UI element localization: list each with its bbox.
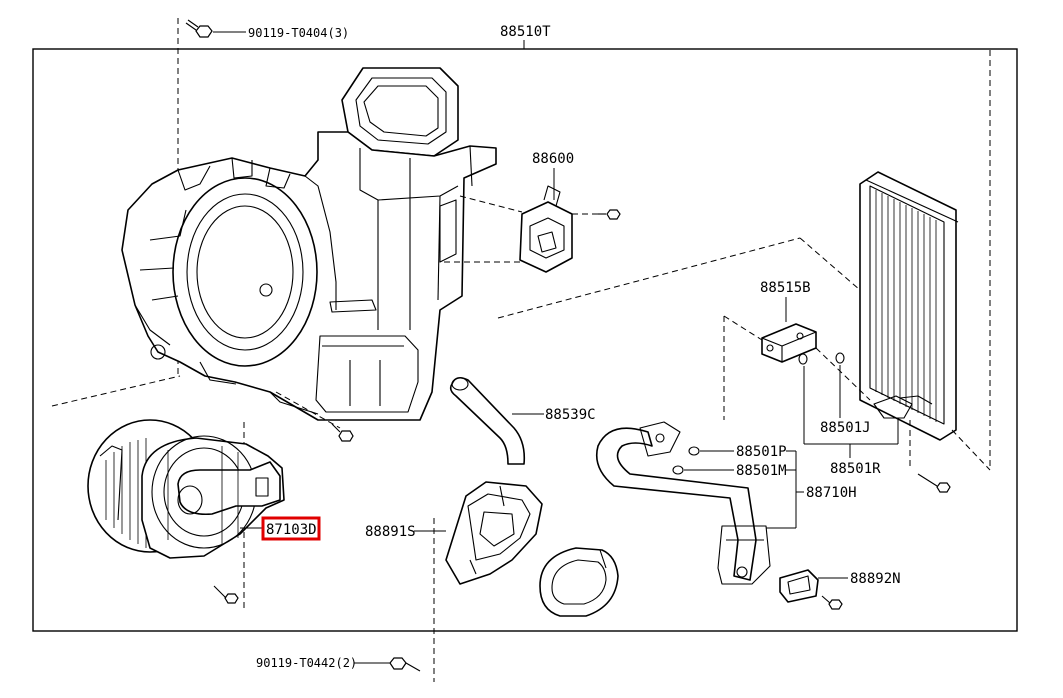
dash-valve-b — [723, 315, 763, 341]
label-seal: 88891S — [365, 524, 416, 540]
o-ring-p — [688, 446, 700, 456]
label-resistor: 88600 — [532, 151, 574, 167]
o-ring-j-a — [798, 353, 808, 365]
dash-housing-blower-a — [51, 375, 181, 407]
housing-screw-icon — [331, 423, 354, 442]
label-housing: 88510T — [500, 24, 551, 40]
bolt-bottom-icon — [389, 657, 421, 672]
label-ring-m: 88501M — [736, 463, 787, 479]
dash-resistor-a — [459, 195, 523, 213]
o-ring-j-b — [835, 352, 845, 364]
label-bracket: 88892N — [850, 571, 901, 587]
drain-hose-part — [449, 376, 526, 465]
label-pipe: 88710H — [806, 485, 857, 501]
valve-part — [761, 323, 817, 363]
dash-evap-right — [951, 429, 991, 471]
label-bolt-bottom: 90119-T0442(2) — [256, 656, 357, 670]
bolt-top-icon — [185, 19, 213, 38]
blower-motor-part — [87, 419, 285, 559]
blower-housing — [121, 67, 497, 421]
seal-part — [445, 481, 543, 585]
dash-housing-evap — [497, 237, 801, 319]
label-evaporator: 88501R — [830, 461, 881, 477]
dash-housing-evap-b — [799, 237, 861, 291]
label-ring-j: 88501J — [820, 420, 871, 436]
highlight-blower-motor — [261, 516, 321, 541]
label-valve: 88515B — [760, 280, 811, 296]
diagram-frame — [32, 48, 1018, 632]
label-ring-p: 88501P — [736, 444, 787, 460]
label-blower-motor: 87103D — [266, 522, 317, 538]
bracket-screw-icon — [821, 595, 843, 610]
resistor-part — [519, 185, 573, 273]
pipe-part — [595, 421, 771, 585]
evap-screw-icon — [917, 473, 951, 493]
gasket-ring-part — [539, 547, 619, 617]
evaporator-part — [859, 171, 959, 441]
resistor-screw-icon — [598, 209, 621, 220]
o-ring-m — [672, 465, 684, 475]
label-drain-hose: 88539C — [545, 407, 596, 423]
label-bolt-top: 90119-T0404(3) — [248, 26, 349, 40]
dash-valve-c — [815, 347, 871, 401]
dash-housing-screw — [275, 391, 341, 429]
bracket-part — [779, 569, 819, 603]
blower-screw-icon — [213, 585, 239, 604]
